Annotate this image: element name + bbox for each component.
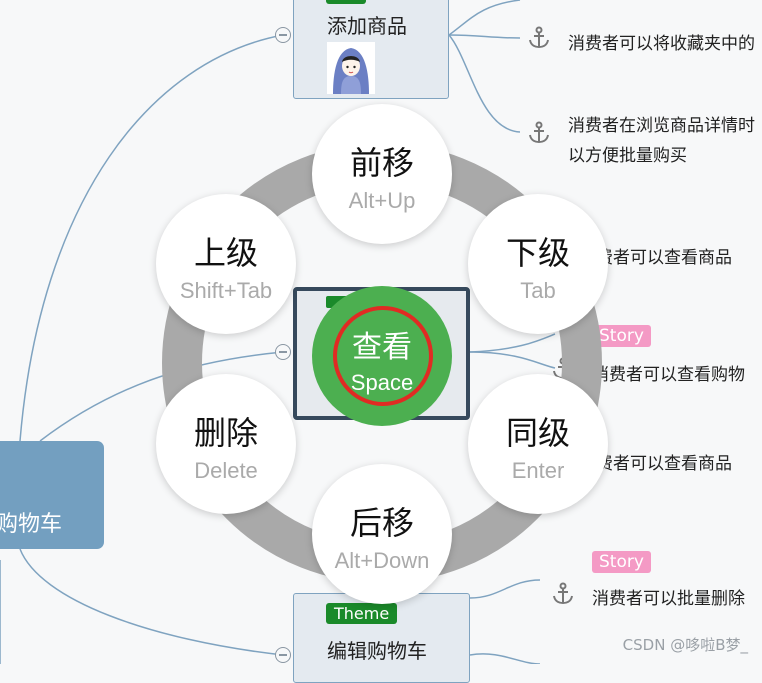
leaf-text-line2: 以方便批量购买 <box>568 146 687 166</box>
theme-tag: Theme <box>326 603 398 624</box>
menu-item-delete[interactable]: 删除 Delete <box>156 374 296 514</box>
menu-item-shortcut: Shift+Tab <box>179 278 273 303</box>
collapse-button-bottom[interactable] <box>275 647 291 663</box>
menu-item-shortcut: Tab <box>520 278 556 303</box>
menu-center-shortcut: Space <box>350 370 414 395</box>
menu-item-title: 同级 <box>505 414 570 452</box>
root-node[interactable] <box>0 441 104 549</box>
menu-center-title: 查看 <box>352 330 412 365</box>
menu-item-child[interactable]: 下级 Tab <box>468 194 608 334</box>
story-tag: Story <box>592 551 651 573</box>
menu-item-shortcut: Alt+Up <box>348 188 416 213</box>
leaf-text: 消费者可以将收藏夹中的 <box>568 34 755 54</box>
leaf-text-line1: 消费者在浏览商品详情时 <box>568 116 755 136</box>
leaf-text: 消费者可以查看购物 <box>592 365 745 385</box>
menu-item-title: 删除 <box>193 414 258 452</box>
connector-lines <box>0 0 556 664</box>
anchor-icon <box>553 582 573 605</box>
focus-ring <box>333 306 433 406</box>
menu-item-title: 上级 <box>193 234 258 272</box>
theme-tag-partial <box>326 0 366 4</box>
menu-item-title: 前移 <box>349 144 414 182</box>
story-tag: Story <box>592 325 651 347</box>
anchor-icon <box>529 26 549 49</box>
menu-item-parent[interactable]: 上级 Shift+Tab <box>156 194 296 334</box>
menu-item-move-down[interactable]: 后移 Alt+Down <box>312 464 452 604</box>
leaf-text: 费者可以查看商品 <box>596 248 732 268</box>
menu-item-sibling[interactable]: 同级 Enter <box>468 374 608 514</box>
watermark: CSDN @哆啦B梦_ <box>622 636 748 654</box>
menu-item-shortcut: Enter <box>511 458 565 483</box>
leaf-text: 费者可以查看商品 <box>596 454 732 474</box>
menu-item-shortcut: Alt+Down <box>334 548 430 573</box>
leaf-text: 消费者可以批量删除 <box>592 589 745 609</box>
menu-item-title: 后移 <box>349 504 414 542</box>
root-node-label: 购物车 <box>0 512 63 537</box>
menu-item-move-up[interactable]: 前移 Alt+Up <box>312 104 452 244</box>
anchor-icon <box>529 121 549 144</box>
node-add-product-label: 添加商品 <box>327 14 407 38</box>
collapse-button-top[interactable] <box>275 27 291 43</box>
menu-item-title: 下级 <box>505 234 570 272</box>
avatar-image <box>327 42 375 94</box>
menu-item-shortcut: Delete <box>194 458 258 483</box>
node-edit-cart-label: 编辑购物车 <box>327 639 427 663</box>
